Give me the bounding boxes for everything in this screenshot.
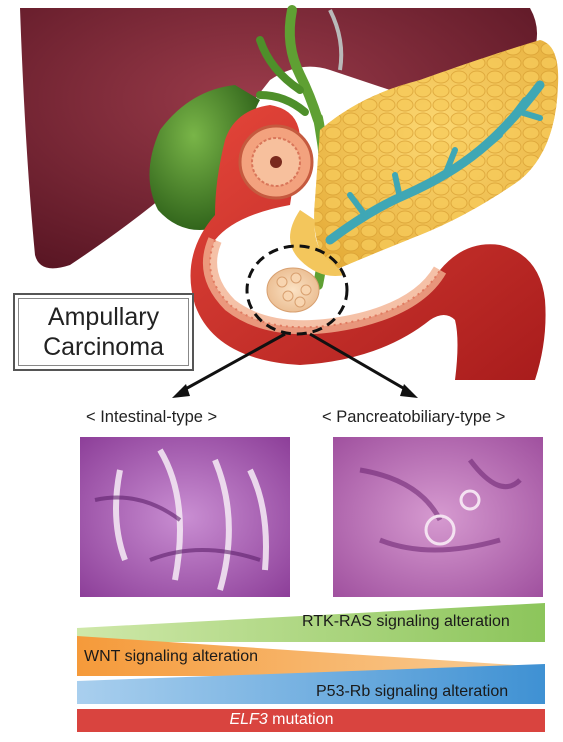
elf3-gene-name: ELF3 <box>229 711 268 728</box>
pancreatic-duct <box>325 80 545 245</box>
rtk-ras-label: RTK-RAS signaling alteration <box>302 613 510 630</box>
arrow-right <box>309 332 418 398</box>
liver <box>20 8 538 269</box>
elf3-bar <box>77 709 545 732</box>
label-line-1: Ampullary <box>47 303 160 331</box>
pancreatobiliary-type-label: < Pancreatobiliary-type > <box>322 408 506 426</box>
elf3-mutation-label: ELF3 mutation <box>0 711 563 729</box>
duodenum-cross-section <box>238 124 314 200</box>
rtk-ras-bar <box>77 603 545 642</box>
p53-rb-bar <box>77 664 545 704</box>
intestinal-type-label: < Intestinal-type > <box>86 408 218 426</box>
wnt-bar <box>77 636 545 676</box>
ampulla-dashed-circle <box>245 244 349 336</box>
elf3-mutation-word: mutation <box>267 711 334 728</box>
ampulla-tumor <box>266 267 320 313</box>
wnt-label: WNT signaling alteration <box>84 648 259 665</box>
histology-pancreatobiliary <box>333 437 543 597</box>
p53-rb-label: P53-Rb signaling alteration <box>316 683 509 700</box>
histology-intestinal <box>80 437 290 597</box>
arrow-left <box>172 332 286 398</box>
ampullary-carcinoma-label: Ampullary Carcinoma <box>13 293 194 371</box>
label-line-2: Carcinoma <box>43 333 164 361</box>
